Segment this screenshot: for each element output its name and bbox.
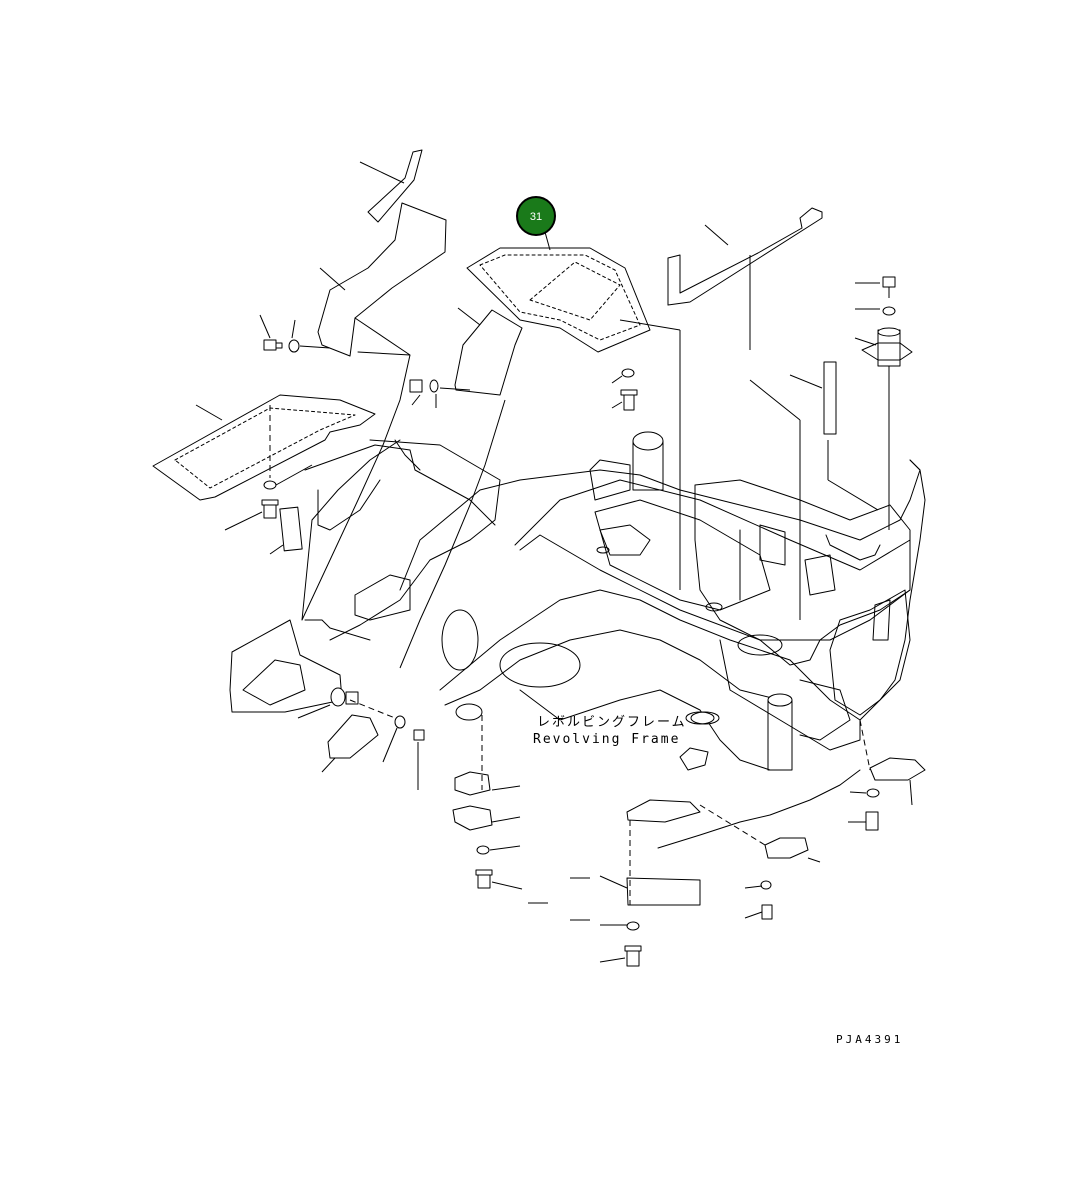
frame-label-en: Revolving Frame: [533, 732, 680, 747]
vertical-bar-right: [789, 361, 837, 435]
callout-31[interactable]: 31: [516, 196, 556, 251]
revolving-frame-body: [229, 330, 926, 771]
lower-left-cover: [297, 687, 425, 790]
callout-31-number: 31: [530, 211, 542, 223]
left-plate-fasteners: [224, 464, 313, 555]
right-fasteners: [854, 276, 913, 530]
left-floor-plate: [152, 394, 376, 501]
center-bracket-cover: [409, 307, 523, 408]
upper-left-pipe: [359, 149, 423, 223]
bottom-cover-plates: [452, 703, 861, 967]
upper-left-cover: [317, 202, 447, 357]
frame-label-jp: レボルビングフレーム: [537, 715, 687, 730]
anti-slip-plate: [466, 247, 681, 411]
drawing-code: PJA4391: [836, 1033, 903, 1046]
right-bottom-plate: [848, 719, 926, 831]
callout-31-circle[interactable]: [516, 196, 556, 236]
bolt-upper-left: [259, 314, 331, 353]
top-right-rail: [667, 207, 823, 350]
